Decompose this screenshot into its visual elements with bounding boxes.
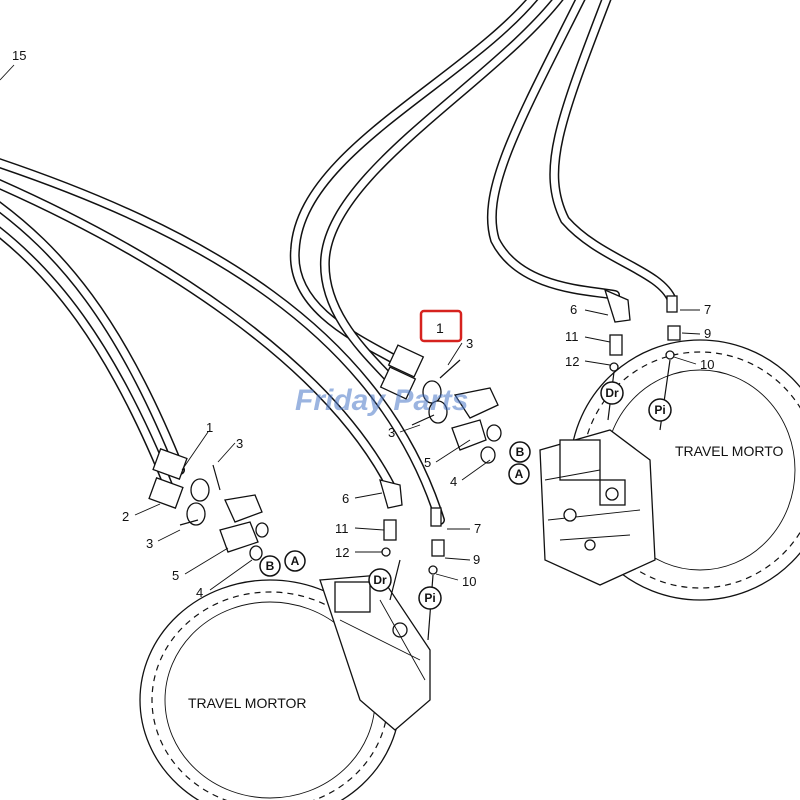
- svg-text:Pi: Pi: [424, 591, 435, 605]
- callout-1-left[interactable]: 1: [206, 420, 213, 435]
- port-dr-right[interactable]: Dr: [600, 381, 624, 405]
- travel-motor-label-right: TRAVEL MORTO: [675, 443, 784, 459]
- left-fittings: [148, 448, 269, 561]
- callout-3-left[interactable]: 3: [236, 436, 243, 451]
- svg-text:A: A: [291, 554, 300, 568]
- svg-text:B: B: [266, 559, 275, 573]
- callout-6-right[interactable]: 6: [570, 302, 577, 317]
- leader-lines: [0, 64, 701, 591]
- highlight-box[interactable]: [419, 309, 463, 343]
- callout-3-left2[interactable]: 3: [146, 536, 153, 551]
- callout-9-mid[interactable]: 9: [473, 552, 480, 567]
- callout-6-mid[interactable]: 6: [342, 491, 349, 506]
- center-hose-bundle: [289, 0, 677, 390]
- callout-4-left[interactable]: 4: [196, 585, 203, 600]
- port-a-mid[interactable]: A: [508, 463, 530, 485]
- svg-text:B: B: [516, 445, 525, 459]
- port-pi-mid[interactable]: Pi: [418, 586, 442, 610]
- left-travel-motor: [139, 574, 431, 800]
- callout-11-right[interactable]: 11: [565, 329, 579, 344]
- right-travel-motor: [539, 339, 800, 601]
- callout-12-mid[interactable]: 12: [335, 545, 349, 560]
- callout-15[interactable]: 15: [12, 48, 26, 63]
- callout-3-top2[interactable]: 3: [388, 425, 395, 440]
- svg-text:Dr: Dr: [373, 573, 387, 587]
- callout-7-right[interactable]: 7: [704, 302, 711, 317]
- callout-4-mid[interactable]: 4: [450, 474, 457, 489]
- callout-5-mid[interactable]: 5: [424, 455, 431, 470]
- travel-motor-label-left: TRAVEL MORTOR: [188, 695, 307, 711]
- port-b-left[interactable]: B: [259, 555, 281, 577]
- callout-9-right[interactable]: 9: [704, 326, 711, 341]
- center-fittings: [379, 344, 502, 464]
- svg-text:A: A: [515, 467, 524, 481]
- port-pi-right[interactable]: Pi: [648, 398, 672, 422]
- callout-5-left[interactable]: 5: [172, 568, 179, 583]
- callout-10-mid[interactable]: 10: [462, 574, 476, 589]
- port-b-mid[interactable]: B: [509, 441, 531, 463]
- callout-12-right[interactable]: 12: [565, 354, 579, 369]
- port-a-left[interactable]: A: [284, 550, 306, 572]
- port-dr-mid[interactable]: Dr: [368, 568, 392, 592]
- callout-11-mid[interactable]: 11: [335, 521, 349, 536]
- callout-2[interactable]: 2: [122, 509, 129, 524]
- right-fittings: [603, 288, 681, 431]
- callout-7-mid[interactable]: 7: [474, 521, 481, 536]
- callout-3-top[interactable]: 3: [466, 336, 473, 351]
- watermark-text: Friday Parts: [295, 384, 468, 417]
- callout-10-right[interactable]: 10: [700, 357, 714, 372]
- svg-text:Pi: Pi: [654, 403, 665, 417]
- callout-1-top[interactable]: 1: [436, 320, 444, 336]
- svg-text:Dr: Dr: [605, 386, 619, 400]
- left-hose-bundle: [0, 158, 445, 525]
